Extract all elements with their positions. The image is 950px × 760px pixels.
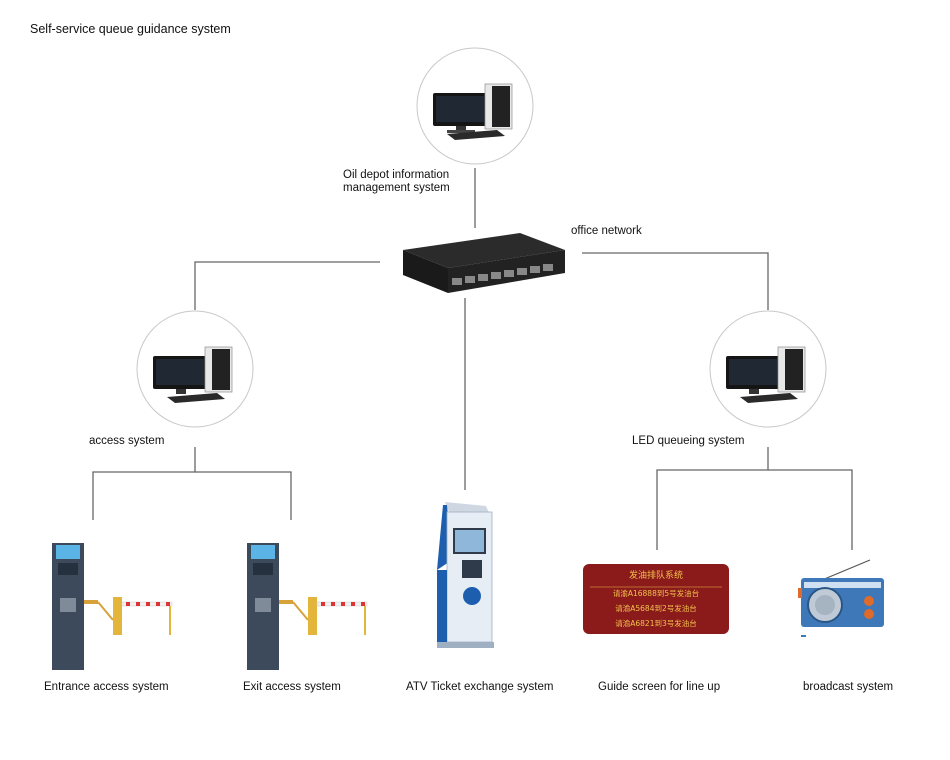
page-title: Self-service queue guidance system: [30, 22, 231, 36]
led-line: 请渝A5684到2号发油台: [615, 604, 697, 613]
radio-icon: [798, 559, 884, 637]
entrance-label: Entrance access system: [44, 681, 169, 693]
network-switch-icon: [403, 233, 565, 293]
broadcast-label: broadcast system: [803, 681, 894, 693]
pc-access: [136, 310, 254, 428]
pc-oil-depot: [416, 47, 534, 165]
entrance-gate-icon: [52, 543, 173, 670]
exit-label: Exit access system: [243, 681, 341, 693]
connector-lines: [92, 168, 853, 550]
atv-label: ATV Ticket exchange system: [406, 681, 554, 693]
office-network-label: office network: [571, 225, 642, 237]
ticket-kiosk-icon: [437, 502, 494, 648]
led-line: 请渝A6821到3号发油台: [615, 619, 697, 628]
oil-depot-label-line2: management system: [343, 182, 450, 194]
led-line: 请渝A16888到5号发油台: [612, 589, 700, 598]
oil-depot-label-line1: Oil depot information: [343, 169, 450, 181]
led-guide-screen: [583, 564, 729, 634]
pc-led: [709, 310, 827, 428]
exit-gate-icon: [247, 543, 368, 670]
led-screen-text: 发油排队系统 请渝A16888到5号发油台 请渝A5684到2号发油台 请渝A6…: [583, 570, 729, 631]
led-header: 发油排队系统: [628, 571, 683, 581]
oil-depot-label: Oil depot information management system: [343, 169, 450, 195]
led-queueing-label: LED queueing system: [632, 435, 745, 447]
guide-label: Guide screen for line up: [598, 681, 721, 693]
access-system-label: access system: [89, 435, 165, 447]
